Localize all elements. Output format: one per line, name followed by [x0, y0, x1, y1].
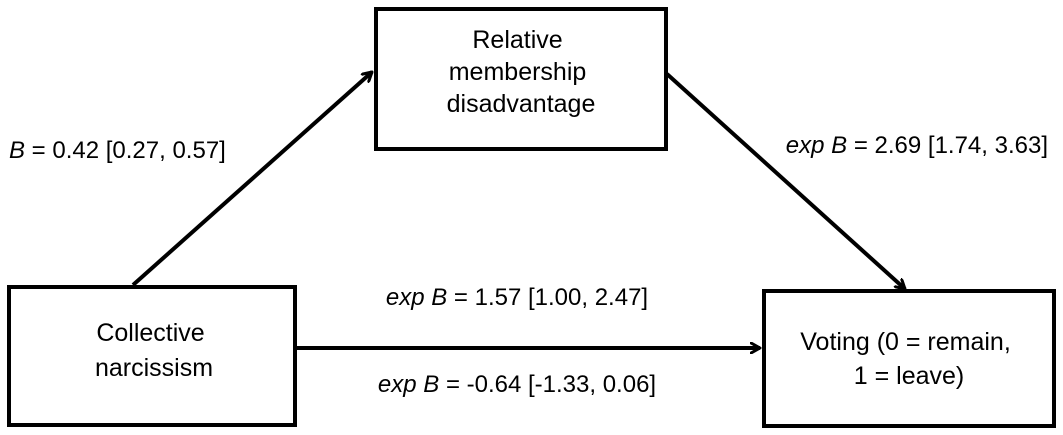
path-b-stat: exp B — [786, 132, 847, 159]
path-a-label: B = 0.42 [0.27, 0.57] — [9, 137, 226, 164]
mediator-label-line-3: disadvantage — [447, 90, 596, 118]
predictor-label: Collective narcissism — [95, 319, 213, 382]
path-c-total-value: = 1.57 [1.00, 2.47] — [447, 284, 648, 311]
path-b-label: exp B = 2.69 [1.74, 3.63] — [786, 132, 1048, 159]
outcome-label-line-2: 1 = leave) — [854, 362, 965, 390]
path-c-total-stat: exp B — [386, 284, 447, 311]
mediator-label-line-2: membership — [449, 58, 587, 86]
path-c-direct-stat: exp B — [378, 371, 439, 398]
predictor-label-line-1: Collective — [96, 319, 204, 347]
path-c-direct-value: = -0.64 [-1.33, 0.06] — [439, 371, 656, 398]
predictor-node: Collective narcissism — [7, 285, 297, 427]
predictor-box — [7, 285, 297, 427]
outcome-node: Voting (0 = remain, 1 = leave) — [762, 289, 1056, 428]
path-b-value: = 2.69 [1.74, 3.63] — [847, 132, 1048, 159]
path-a-value: = 0.42 [0.27, 0.57] — [25, 137, 226, 164]
outcome-label: Voting (0 = remain, 1 = leave) — [800, 328, 1018, 390]
outcome-label-line-1: Voting (0 = remain, — [800, 328, 1011, 356]
mediator-box — [374, 7, 668, 151]
mediator-node: Relative membership disadvantage — [374, 7, 668, 151]
arrow-mediator-to-outcome — [665, 72, 905, 289]
mediator-label-line-1: Relative — [472, 26, 562, 54]
path-c-total-label: exp B = 1.57 [1.00, 2.47] — [386, 284, 648, 311]
mediator-label: Relative membership disadvantage — [447, 26, 596, 118]
path-a-stat: B — [9, 137, 25, 164]
arrow-predictor-to-mediator — [131, 72, 372, 287]
path-c-direct-label: exp B = -0.64 [-1.33, 0.06] — [378, 371, 656, 398]
predictor-label-line-2: narcissism — [95, 354, 213, 382]
outcome-box — [762, 289, 1056, 428]
